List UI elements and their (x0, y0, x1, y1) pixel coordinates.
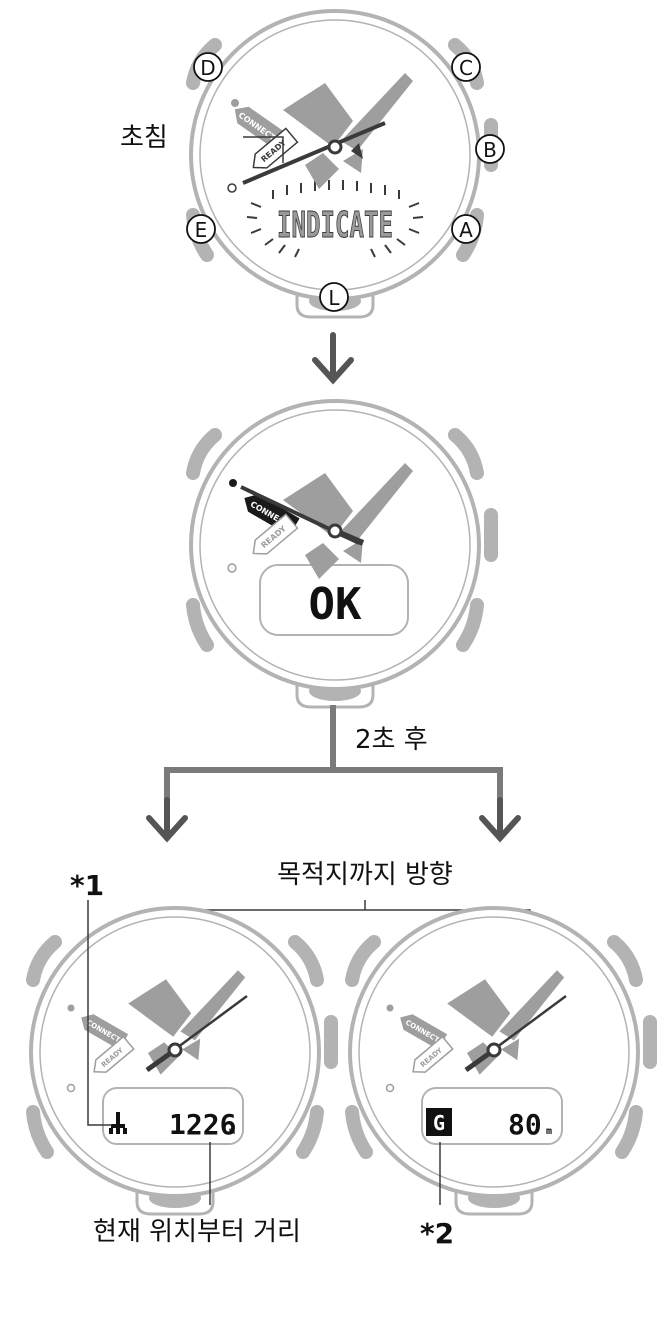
watch-1: INDICATE CONNECT READY (191, 11, 491, 317)
watch-4: G 80 m CONNECT READY (350, 908, 650, 1214)
connect-indicator: CONNECT (81, 1014, 129, 1050)
distance-unit: m (546, 1126, 552, 1137)
ready-dot (66, 1083, 76, 1093)
button-labels: D C B E A L (186, 52, 505, 312)
footnote-2: *2 (420, 1217, 454, 1250)
lcd-text: OK (309, 579, 362, 630)
button-e-label: E (186, 214, 216, 244)
hands-pivot (486, 1042, 502, 1058)
button-l-label: L (319, 282, 349, 312)
footnote-1: *1 (70, 869, 104, 902)
svg-text:B: B (483, 138, 497, 162)
ready-dot (385, 1083, 395, 1093)
button-b-label: B (475, 134, 505, 164)
flow-connector (164, 705, 503, 830)
svg-text:C: C (459, 56, 473, 80)
distance-label: 현재 위치부터 거리 (93, 1217, 301, 1247)
lcd-flash-rays (246, 180, 424, 258)
ready-dot (227, 183, 237, 193)
direction-label: 목적지까지 방향 (277, 860, 453, 890)
hands-pivot (327, 139, 343, 155)
tower-icon (109, 1112, 127, 1134)
svg-text:G: G (433, 1111, 445, 1135)
lcd-window (421, 1087, 563, 1145)
second-hand (242, 121, 386, 185)
distance-value: 1226 (169, 1108, 236, 1141)
svg-text:D: D (200, 56, 215, 80)
ready-indicator: READY (412, 1035, 454, 1073)
connect-dot (231, 99, 239, 107)
goal-icon: G (426, 1108, 452, 1136)
ready-dot (227, 563, 237, 573)
second-hand-leader (243, 136, 284, 163)
svg-text:A: A (459, 218, 473, 242)
down-arrow-1 (312, 332, 354, 385)
svg-text:L: L (328, 286, 340, 310)
connect-dot (229, 479, 237, 487)
button-c-label: C (451, 52, 481, 82)
watch-3: 1226 m CONNECT READY (31, 908, 331, 1214)
down-arrow-right (479, 797, 521, 843)
after-time-label: 2초 후 (355, 725, 428, 755)
footnote-1-leader (87, 900, 112, 1126)
button-d-label: D (193, 52, 223, 82)
down-arrow-left (146, 797, 188, 843)
connect-dot (386, 1004, 394, 1012)
watch-2: OK CONNECT READY (191, 401, 491, 707)
hands-pivot (327, 523, 343, 539)
lcd-window (102, 1087, 244, 1145)
second-hand-label: 초침 (120, 123, 168, 153)
button-a-label: A (451, 214, 481, 244)
lcd-text: INDICATE (277, 205, 393, 246)
hands-pivot (167, 1042, 183, 1058)
distance-unit: m (229, 1126, 235, 1137)
svg-text:E: E (195, 218, 208, 242)
connect-dot (67, 1004, 75, 1012)
lcd-window (259, 564, 409, 636)
distance-value: 80 (508, 1108, 542, 1141)
